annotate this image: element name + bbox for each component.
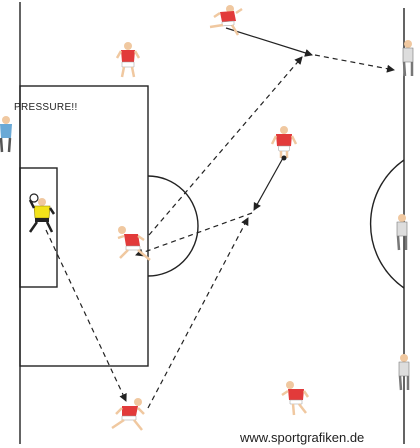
pass-arrow-bottom: [148, 218, 248, 408]
goalkeeper: [30, 194, 54, 232]
pass-arrow-center: [136, 213, 252, 255]
pitch-lines: [20, 2, 404, 444]
pass-arrow-goalkeeper: [46, 230, 126, 401]
goal-area: [20, 168, 57, 287]
attacker-top-runner: [210, 5, 242, 35]
penalty-area: [20, 86, 148, 366]
attacker-center-right: [272, 126, 296, 161]
coach-left: [0, 116, 12, 152]
run-arrow-solid-top: [226, 28, 312, 55]
penalty-arc: [148, 176, 198, 276]
pressure-label: PRESSURE!!: [14, 102, 78, 113]
neutral-right-middle: [397, 214, 407, 250]
attacker-top-left: [117, 42, 139, 77]
run-arrow-solid-center: [254, 158, 283, 210]
run-arrow-dashed-top: [315, 55, 394, 70]
attacker-bottom-right: [282, 381, 308, 415]
arrows: [46, 28, 394, 408]
watermark: www.sportgrafiken.de: [240, 430, 364, 445]
attacker-center: [118, 226, 150, 260]
neutral-right-top: [403, 40, 413, 76]
attacker-bottom-left: [112, 398, 144, 430]
